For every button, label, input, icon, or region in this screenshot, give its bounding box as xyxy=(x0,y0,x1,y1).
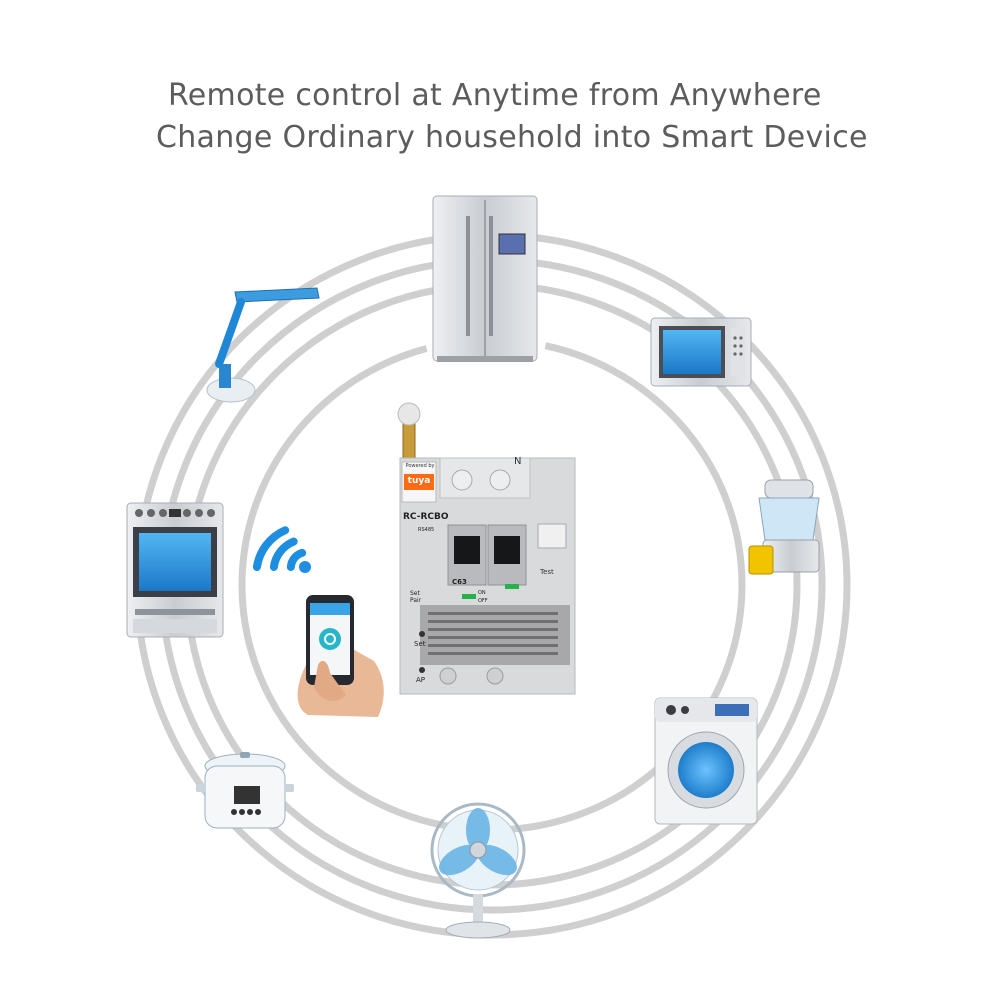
rice-cooker-icon xyxy=(196,752,294,829)
powered-by-label: Powered by xyxy=(405,463,435,469)
rating-label: C63 xyxy=(452,578,467,586)
microwave-icon xyxy=(650,317,752,387)
pair-label: Pair xyxy=(410,597,422,604)
juicer-icon xyxy=(748,479,820,575)
washing-machine-icon xyxy=(654,697,758,825)
ap-label: AP xyxy=(416,676,426,684)
antenna-icon xyxy=(397,402,421,463)
test-label: Test xyxy=(540,568,554,576)
fan-icon xyxy=(430,802,526,939)
refrigerator-icon xyxy=(432,195,538,362)
comm-label: RS485 xyxy=(418,527,435,533)
on-label: ON xyxy=(478,590,486,596)
set-side-label: Set xyxy=(410,590,420,597)
model-label: RC-RCBO xyxy=(403,512,449,522)
headline-line-1: Remote control at Anytime from Anywhere xyxy=(168,78,822,113)
off-label: OFF xyxy=(478,598,488,604)
hand-phone-icon xyxy=(297,595,384,717)
neutral-label: N xyxy=(514,456,522,467)
wifi-icon xyxy=(252,526,311,573)
desk-lamp-icon xyxy=(206,287,320,403)
oven-icon xyxy=(126,502,224,638)
set-button-label: Set xyxy=(414,640,426,648)
tuya-brand-label: tuya xyxy=(407,476,431,486)
headline-line-2: Change Ordinary household into Smart Dev… xyxy=(156,120,868,155)
